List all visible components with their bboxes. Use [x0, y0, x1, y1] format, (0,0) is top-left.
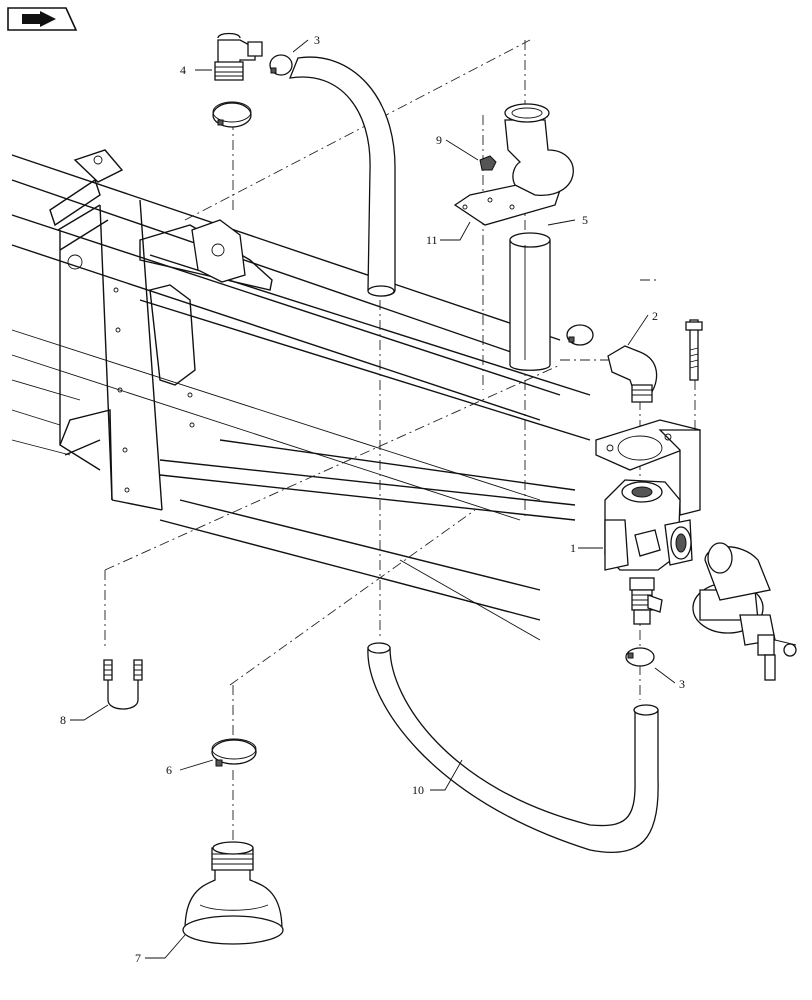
- callout-4: 4: [180, 63, 186, 77]
- straight-hose: [509, 232, 551, 371]
- leader-lines: [70, 39, 676, 959]
- back-arrow-icon[interactable]: [7, 7, 78, 31]
- hose-clamp-top: [269, 54, 293, 76]
- nut: [479, 155, 497, 171]
- hose-clamp-right: [566, 324, 594, 346]
- hose-clamp-lower: [625, 647, 655, 667]
- callout-6: 6: [166, 763, 172, 777]
- callout-10: 10: [412, 783, 424, 797]
- machine-frame: [11, 149, 591, 641]
- hose-clamp-bottom: [211, 738, 257, 767]
- callout-2: 2: [652, 309, 658, 323]
- callout-3-top: 3: [314, 33, 320, 47]
- callout-labels: 1 2 3 3 4 5 6 7 8 9 10 11: [60, 33, 685, 965]
- u-bolt: [103, 659, 143, 710]
- outlet-bracket: [453, 103, 574, 226]
- valve-body: [604, 479, 693, 571]
- outlet-fitting-lower: [629, 577, 663, 625]
- elbow-fitting-top: [214, 32, 263, 81]
- elbow-fitting-right: [607, 345, 658, 403]
- callout-7: 7: [135, 951, 141, 965]
- upper-hose: [288, 56, 396, 297]
- regulator-assembly: [692, 542, 797, 681]
- hose-clamp-upper-left: [212, 101, 252, 128]
- strainer-bell: [182, 841, 284, 945]
- callout-9: 9: [436, 133, 442, 147]
- mounting-plate: [595, 419, 701, 516]
- callout-1: 1: [570, 541, 576, 555]
- callout-8: 8: [60, 713, 66, 727]
- lower-hose: [367, 642, 659, 854]
- callout-11: 11: [426, 233, 438, 247]
- callout-3-bottom: 3: [679, 677, 685, 691]
- callout-5: 5: [582, 213, 588, 227]
- long-bolt: [685, 319, 703, 381]
